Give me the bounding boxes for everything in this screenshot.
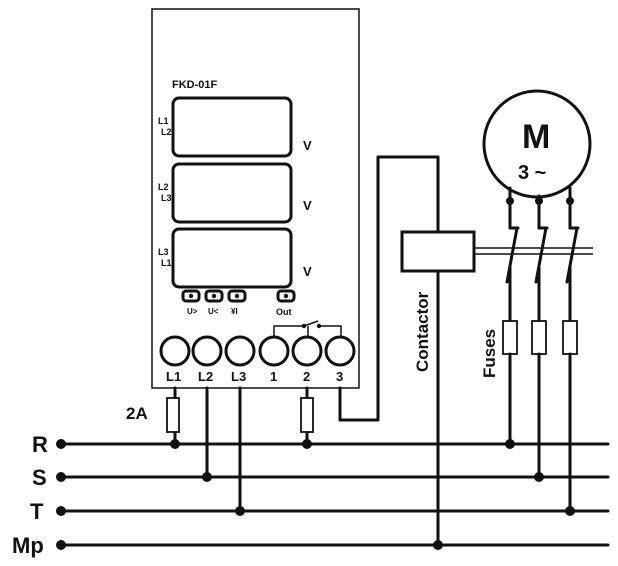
terminal-l1	[159, 335, 191, 367]
contactor-coil	[400, 230, 476, 273]
led-u-under-label: U<	[208, 307, 219, 316]
display-2-label-top: L2	[158, 182, 169, 192]
motor-label: M	[522, 118, 550, 156]
bus-lines: R S T Mp	[12, 432, 610, 558]
contactor: Contactor	[400, 230, 593, 372]
terminal-l3	[224, 335, 256, 367]
contactor-label: Contactor	[413, 291, 432, 372]
relay-device: FKD-01F L1 L2 V L2 L3 V L3 L1 V	[151, 8, 360, 389]
led-u-over	[181, 289, 201, 303]
fuse-l1	[502, 320, 518, 355]
bus-end-r	[56, 439, 66, 449]
terminal-1-label: 1	[270, 369, 277, 384]
terminal-l2	[191, 335, 223, 367]
display-1-unit: V	[303, 138, 312, 153]
motor: M 3 ~	[482, 89, 592, 199]
display-3-label-bottom: L1	[161, 258, 172, 268]
display-1-label-bottom: L2	[161, 127, 172, 137]
display-1	[171, 96, 293, 158]
led-u-under	[204, 289, 224, 303]
bus-label-s: S	[32, 465, 47, 490]
relay-model-label: FKD-01F	[172, 79, 218, 91]
fuse-control	[300, 397, 314, 433]
led-current-label: ¥I	[231, 307, 238, 316]
terminal-l3-label: L3	[231, 369, 246, 384]
fuse-2a	[166, 397, 180, 433]
relay-housing	[151, 8, 360, 389]
display-2-unit: V	[303, 198, 312, 213]
bus-end-t	[56, 506, 66, 516]
display-2-label-bottom: L3	[161, 193, 172, 203]
terminal-3-label: 3	[336, 369, 343, 384]
led-out-label: Out	[276, 307, 292, 317]
motor-power-circuit: Fuses	[480, 186, 580, 516]
terminal-3	[324, 335, 356, 367]
fuses-label: Fuses	[480, 329, 499, 378]
fuse-l2	[531, 320, 547, 355]
fuse-2a-label: 2A	[126, 404, 148, 423]
terminal-l2-label: L2	[198, 369, 213, 384]
bus-label-t: T	[30, 499, 44, 524]
motor-phase-label: 3 ~	[518, 162, 546, 184]
display-1-label-top: L1	[158, 116, 169, 126]
terminal-1	[258, 335, 290, 367]
terminal-2-label: 2	[303, 369, 310, 384]
bus-end-mp	[56, 540, 66, 550]
led-out	[276, 289, 296, 303]
led-u-over-label: U>	[187, 307, 198, 316]
led-current	[227, 289, 247, 303]
control-wiring: 2A	[126, 155, 443, 550]
bus-label-r: R	[32, 432, 48, 457]
display-3	[171, 227, 293, 289]
motor-symbol	[482, 89, 592, 199]
bus-end-s	[56, 472, 66, 482]
display-3-label-top: L3	[158, 247, 169, 257]
terminal-2	[291, 335, 323, 367]
display-3-unit: V	[303, 264, 312, 279]
display-2	[171, 162, 293, 224]
bus-label-mp: Mp	[12, 533, 44, 558]
fuse-l3	[562, 320, 578, 355]
terminal-l1-label: L1	[166, 369, 181, 384]
